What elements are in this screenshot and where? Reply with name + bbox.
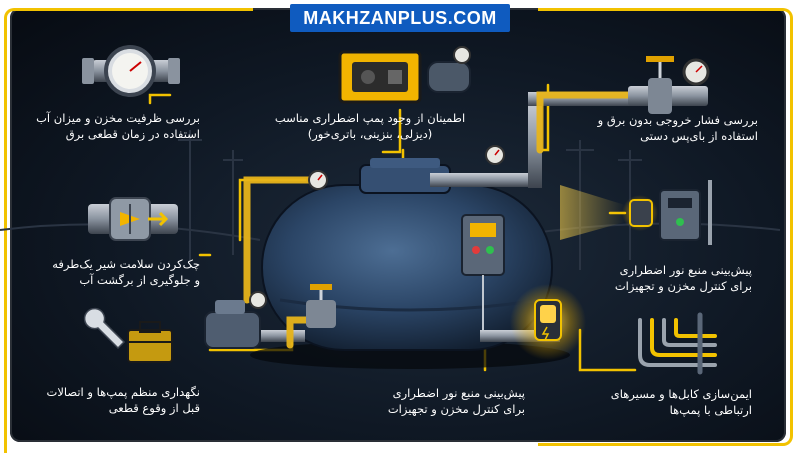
label-lighting-bottom: پیش‌بینی منبع نور اضطراری برای کنترل مخز… [345, 385, 525, 417]
wrench-toolbox-icon [83, 307, 173, 363]
label-capacity: بررسی ظرفیت مخزن و میزان آب استفاده در ز… [30, 110, 200, 142]
label-maintenance-line1: نگهداری منظم پمپ‌ها و اتصالات [46, 385, 201, 399]
emergency-lamp [510, 284, 586, 360]
label-cables-line1: ایمن‌سازی کابل‌ها و مسیرهای [610, 387, 752, 401]
label-lighting-bottom-line1: پیش‌بینی منبع نور اضطراری [392, 386, 525, 400]
label-lighting-right: پیش‌بینی منبع نور اضطراری برای کنترل مخز… [580, 262, 752, 294]
label-check-valve: چک‌کردن سلامت شیر یک‌طرفه و جلوگیری از ب… [30, 256, 200, 288]
pump-motor [204, 291, 267, 349]
label-pressure: بررسی فشار خروجی بدون برق و استفاده از ب… [558, 112, 758, 144]
spotlight-icon [560, 180, 712, 245]
label-lighting-right-line1: پیش‌بینی منبع نور اضطراری [619, 263, 752, 277]
label-maintenance-line2: قبل از وقوع قطعی [108, 401, 200, 415]
label-capacity-line2: استفاده در زمان قطعی برق [65, 127, 200, 141]
brand-badge: MAKHZANPLUS.COM [290, 4, 510, 32]
label-check-valve-line2: و جلوگیری از برگشت آب [79, 273, 200, 287]
control-box [461, 214, 505, 330]
label-check-valve-line1: چک‌کردن سلامت شیر یک‌طرفه [52, 257, 200, 271]
label-backup-pump-line1: اطمینان از وجود پمپ اضطراری مناسب [274, 111, 466, 125]
pressure-gauge-icon [82, 45, 180, 97]
check-valve-icon [88, 197, 178, 241]
bypass-valve-icon [628, 56, 710, 114]
label-capacity-line1: بررسی ظرفیت مخزن و میزان آب [36, 111, 200, 125]
label-maintenance: نگهداری منظم پمپ‌ها و اتصالات قبل از وقو… [20, 384, 201, 416]
generator-icon [338, 46, 471, 104]
label-backup-pump-line2: (دیزلی، بنزینی، باتری‌خور) [307, 127, 433, 141]
label-pressure-line1: بررسی فشار خروجی بدون برق و [597, 113, 758, 127]
label-lighting-right-line2: برای کنترل مخزن و تجهیزات [614, 279, 752, 293]
label-backup-pump: اطمینان از وجود پمپ اضطراری مناسب (دیزلی… [270, 110, 470, 142]
tank-valves [306, 145, 505, 328]
label-pressure-line2: استفاده از بای‌پس دستی [640, 129, 758, 143]
label-cables-line2: ارتباطی با پمپ‌ها [669, 403, 752, 417]
label-cables: ایمن‌سازی کابل‌ها و مسیرهای ارتباطی با پ… [580, 386, 752, 418]
cable-routing-icon [638, 312, 717, 375]
label-lighting-bottom-line2: برای کنترل مخزن و تجهیزات [387, 402, 525, 416]
